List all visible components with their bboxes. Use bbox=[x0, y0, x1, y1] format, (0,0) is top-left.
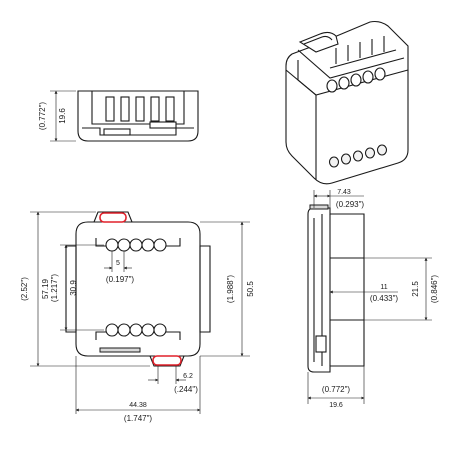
width-mm: 44.38 bbox=[129, 402, 147, 409]
overall-height-mm: 50.5 bbox=[246, 281, 255, 297]
top-offset-mm: 7.43 bbox=[337, 189, 351, 196]
isometric-view bbox=[285, 20, 409, 185]
profile-view: 7.43 (0.293") 11 (0.433") 21.5 (0.846") … bbox=[307, 189, 439, 409]
terminal-span-inch: (1.217") bbox=[50, 274, 59, 303]
top-offset-inch: (0.293") bbox=[336, 200, 365, 209]
front-view: (2.52") 57.19 (1.217") 30.9 5 (0.197") (… bbox=[20, 211, 255, 423]
side-height-inch: (0.772") bbox=[38, 102, 47, 131]
profile-width-mm: 19.6 bbox=[329, 402, 343, 409]
profile-depth-mm: 11 bbox=[380, 284, 387, 291]
side-view: (0.772") 19.6 bbox=[38, 90, 199, 142]
profile-depth-inch: (0.433") bbox=[370, 294, 399, 303]
width-inch: (1.747") bbox=[124, 414, 153, 423]
tab-inch: (.244") bbox=[174, 385, 198, 394]
profile-height-inch: (0.846") bbox=[430, 275, 439, 304]
body-height-mm: 57.19 bbox=[41, 278, 50, 299]
pitch-mm: 5 bbox=[116, 260, 120, 267]
profile-width-inch: (0.772") bbox=[322, 385, 351, 394]
side-height-mm: 19.6 bbox=[58, 108, 67, 124]
overall-height-inch: (1.988") bbox=[226, 275, 235, 304]
profile-height-mm: 21.5 bbox=[411, 281, 420, 297]
terminal-span-mm: 30.9 bbox=[69, 280, 78, 296]
pitch-inch: (0.197") bbox=[106, 275, 135, 284]
tab-mm: 6.2 bbox=[183, 373, 193, 380]
body-height-inch: (2.52") bbox=[20, 277, 29, 301]
